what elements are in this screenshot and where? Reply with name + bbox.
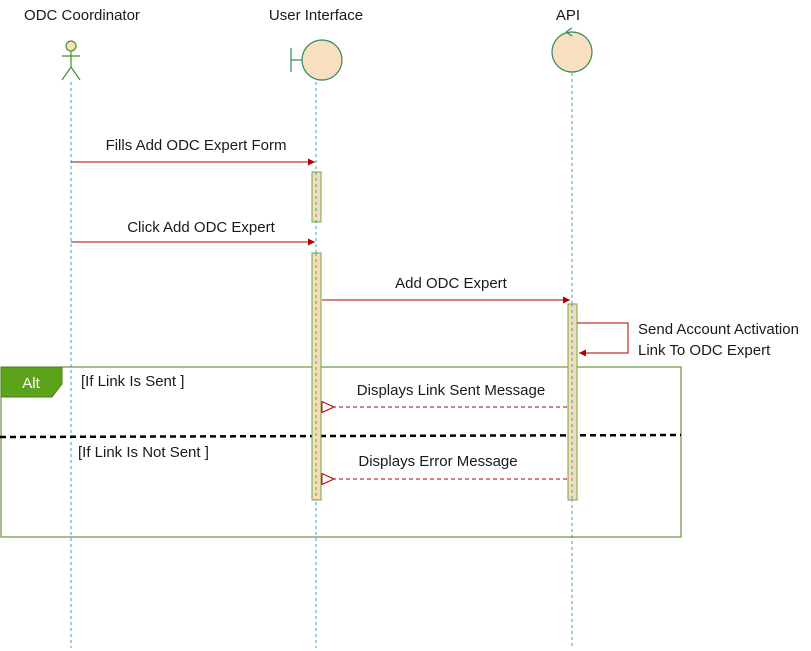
- boundary-icon: [290, 39, 343, 81]
- reply-link-sent-label: Displays Link Sent Message: [357, 382, 545, 399]
- actor-icon: [61, 40, 81, 81]
- participant-ui-label: User Interface: [269, 7, 363, 24]
- message-send-activation-arrow: [577, 322, 629, 357]
- reply-error-label: Displays Error Message: [358, 453, 517, 470]
- alt-fragment-tab: [0, 366, 63, 398]
- alt-fragment-frame: [0, 366, 682, 538]
- alt-divider: [0, 433, 682, 439]
- message-click-add-label: Click Add ODC Expert: [127, 219, 275, 236]
- message-fills-form-label: Fills Add ODC Expert Form: [106, 137, 287, 154]
- message-send-activation-label-2: Link To ODC Expert: [638, 342, 771, 359]
- participant-api-label: API: [556, 7, 580, 24]
- control-icon: [551, 27, 593, 73]
- message-add-expert-label: Add ODC Expert: [395, 275, 508, 292]
- participant-coordinator-label: ODC Coordinator: [24, 7, 140, 24]
- alt-fragment-label: Alt: [22, 375, 40, 392]
- message-send-activation-label-1: Send Account Activation: [638, 321, 799, 338]
- alt-guard-not-sent: [If Link Is Not Sent ]: [78, 444, 209, 461]
- alt-guard-sent: [If Link Is Sent ]: [81, 373, 184, 390]
